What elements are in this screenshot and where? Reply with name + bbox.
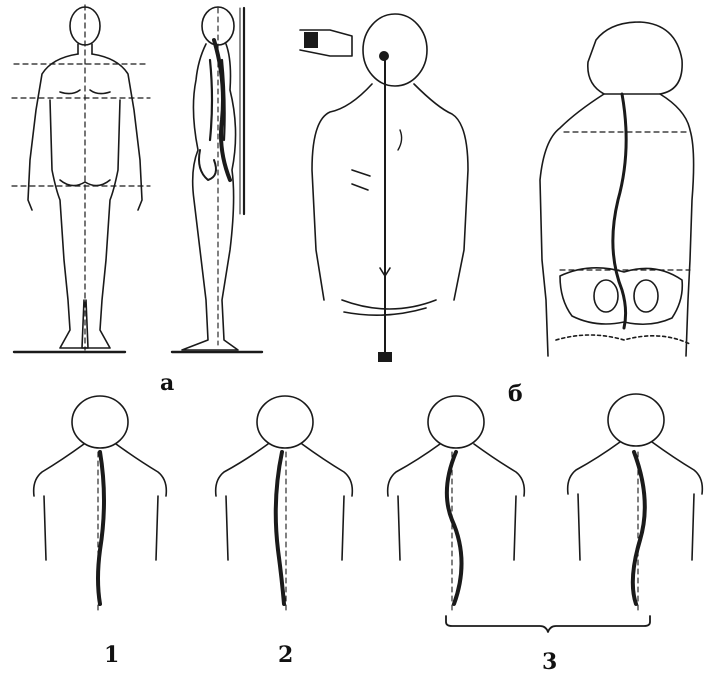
back-figure-type-3a: [388, 396, 525, 604]
panel-a-label: а: [160, 372, 174, 394]
back-figure-type-1: [34, 396, 167, 604]
front-figure-reference-lines: [12, 5, 150, 350]
type-2-label: 2: [278, 644, 293, 666]
type-1-label: 1: [104, 644, 119, 666]
back-figure-type-2: [216, 396, 353, 604]
examiner-hand-icon: [304, 32, 318, 48]
side-standing-figure: [182, 7, 238, 350]
type-3-brace: [446, 616, 650, 632]
curved-spine-line: [613, 94, 626, 328]
scoliosis-back-with-pelvis: [540, 22, 694, 356]
back-figure-type-3b: [568, 394, 703, 604]
plumb-weight-icon: [378, 352, 392, 362]
type-3-label: 3: [542, 651, 557, 673]
panel-b-label: б: [508, 383, 523, 405]
